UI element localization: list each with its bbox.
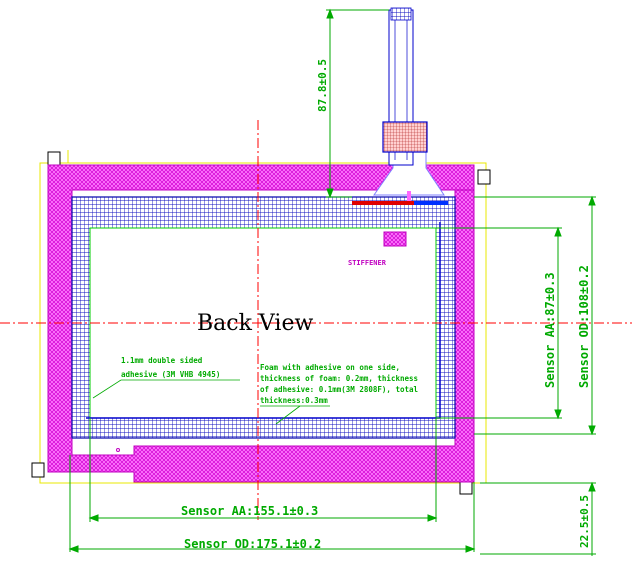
corner-tab-top-right bbox=[477, 169, 491, 185]
bottom-offset-label: 22.5±0.5 bbox=[578, 495, 591, 548]
bond-strip-blue bbox=[414, 201, 448, 205]
corner-tab-bottom-left bbox=[31, 462, 45, 478]
sensor-aa-width-label: Sensor AA:155.1±0.3 bbox=[181, 504, 318, 518]
bond-strip-red bbox=[352, 201, 414, 205]
fpc-length-label: 87.8±0.5 bbox=[316, 59, 329, 112]
adhesive-note-line2: adhesive (3M VHB 4945) bbox=[121, 370, 220, 379]
dimension-lines-fpc bbox=[326, 8, 389, 199]
sensor-od-height-label: Sensor OD:108±0.2 bbox=[577, 265, 591, 388]
stiffener-label: STIFFENER bbox=[348, 259, 387, 267]
sensor-od-width-label: Sensor OD:175.1±0.2 bbox=[184, 537, 321, 551]
fpc-connector-end bbox=[390, 7, 412, 21]
foam-note-line1: Foam with adhesive on one side, bbox=[260, 363, 400, 372]
foam-note-line4: thickness:0.3mm bbox=[260, 396, 328, 405]
view-title: Back View bbox=[197, 311, 313, 336]
foam-note-line3: of adhesive: 0.1mm(3M 2808F), total bbox=[260, 385, 418, 394]
adhesive-note-line1: 1.1mm double sided bbox=[121, 356, 202, 365]
foam-note-line2: thickness of foam: 0.2mm, thickness bbox=[260, 374, 418, 383]
sensor-aa-height-label: Sensor AA:87±0.3 bbox=[543, 272, 557, 388]
dimension-lines-bottom bbox=[68, 418, 476, 553]
dimension-lines-right bbox=[436, 195, 596, 556]
fpc-chip-area bbox=[382, 121, 428, 153]
corner-tab-top-left bbox=[47, 151, 61, 167]
stiffener bbox=[383, 231, 407, 247]
